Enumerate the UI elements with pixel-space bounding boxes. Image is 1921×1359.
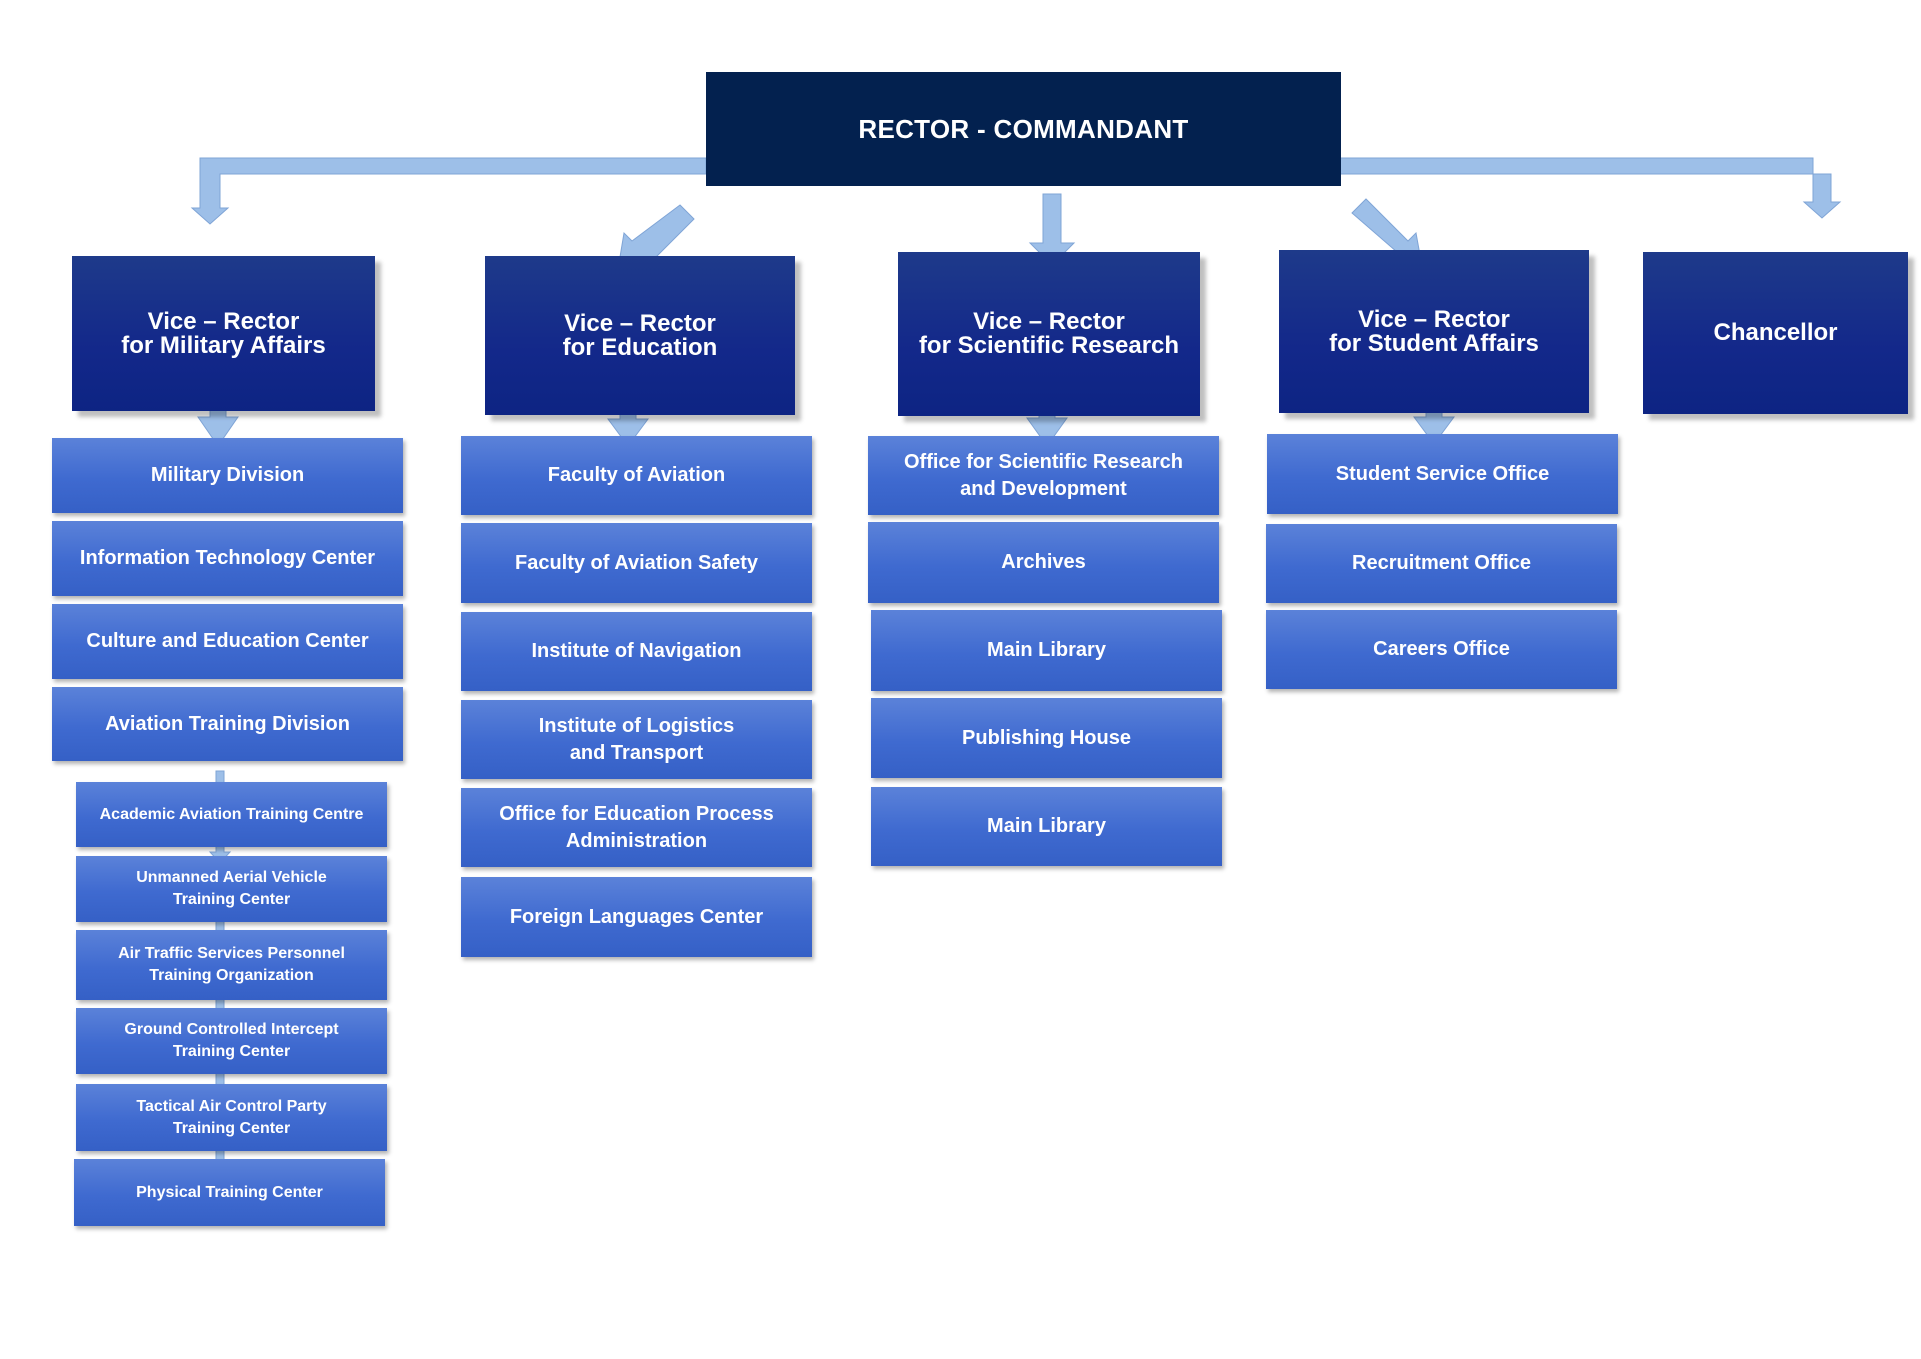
culture-education-center-label: Culture and Education Center xyxy=(86,630,369,652)
vice-rector-military-label: Vice – Rector for Military Affairs xyxy=(121,307,326,359)
education-process-office-box: Office for Education Process Administrat… xyxy=(461,788,812,867)
student-service-office-box: Student Service Office xyxy=(1267,434,1618,514)
student-service-office-label: Student Service Office xyxy=(1335,462,1550,485)
arrow-root-to-chancellor xyxy=(1339,157,1842,219)
archives-label: Archives xyxy=(1001,551,1086,573)
vice-rector-research-label: Vice – Rector for Scientific Research xyxy=(918,308,1180,359)
vice-rector-military-box: Vice – Rector for Military Affairs xyxy=(72,256,375,411)
military-division-box: Military Division xyxy=(52,438,403,513)
military-division-label: Military Division xyxy=(150,464,305,486)
vice-rector-education-label: Vice – Rector for Education xyxy=(562,309,718,361)
vice-rector-student-box: Vice – Rector for Student Affairs xyxy=(1279,250,1589,413)
vice-rector-research-box: Vice – Rector for Scientific Research xyxy=(898,252,1200,416)
foreign-languages-center-label: Foreign Languages Center xyxy=(509,905,764,928)
uav-training-center-label: Unmanned Aerial Vehicle Training Center xyxy=(136,869,327,908)
culture-education-center-box: Culture and Education Center xyxy=(52,604,403,679)
faculty-of-aviation-label: Faculty of Aviation xyxy=(547,464,726,486)
careers-office-box: Careers Office xyxy=(1266,610,1617,689)
faculty-of-aviation-box: Faculty of Aviation xyxy=(461,436,812,515)
it-center-box: Information Technology Center xyxy=(52,521,403,596)
main-library-box: Main Library xyxy=(871,610,1222,691)
gci-training-center-label: Ground Controlled Intercept Training Cen… xyxy=(124,1021,339,1060)
rector-commandant-box: RECTOR - COMMANDANT xyxy=(706,72,1341,186)
institute-of-logistics-label: Institute of Logistics and Transport xyxy=(538,714,735,764)
ats-personnel-training-label: Air Traffic Services Personnel Training … xyxy=(118,945,345,984)
foreign-languages-center-box: Foreign Languages Center xyxy=(461,877,812,957)
aviation-training-division-label: Aviation Training Division xyxy=(105,712,350,735)
chancellor-label: Chancellor xyxy=(1713,319,1838,346)
recruitment-office-box: Recruitment Office xyxy=(1266,524,1617,603)
vice-rector-education-box: Vice – Rector for Education xyxy=(485,256,795,415)
uav-training-center-box: Unmanned Aerial Vehicle Training Center xyxy=(76,856,387,922)
aviation-training-division-box: Aviation Training Division xyxy=(52,687,403,761)
recruitment-office-label: Recruitment Office xyxy=(1352,552,1531,574)
main-library-2-label: Main Library xyxy=(987,815,1106,837)
academic-aviation-training-label: Academic Aviation Training Centre xyxy=(99,805,364,823)
chancellor-box: Chancellor xyxy=(1643,252,1908,414)
it-center-label: Information Technology Center xyxy=(79,547,376,569)
main-library-2-box: Main Library xyxy=(871,787,1222,866)
academic-aviation-training-box: Academic Aviation Training Centre xyxy=(76,782,387,847)
archives-box: Archives xyxy=(868,522,1219,603)
faculty-of-aviation-safety-box: Faculty of Aviation Safety xyxy=(461,523,812,603)
publishing-house-label: Publishing House xyxy=(962,726,1131,749)
publishing-house-box: Publishing House xyxy=(871,698,1222,778)
institute-of-navigation-box: Institute of Navigation xyxy=(461,612,812,691)
arrow-root-to-military xyxy=(190,157,707,225)
careers-office-label: Careers Office xyxy=(1373,638,1510,660)
ats-personnel-training-box: Air Traffic Services Personnel Training … xyxy=(76,930,387,1000)
institute-of-navigation-label: Institute of Navigation xyxy=(531,640,742,662)
rector-commandant-label: RECTOR - COMMANDANT xyxy=(858,113,1189,144)
education-process-office-label: Office for Education Process Administrat… xyxy=(499,802,774,852)
vice-rector-student-label: Vice – Rector for Student Affairs xyxy=(1329,305,1539,357)
main-library-label: Main Library xyxy=(987,639,1106,661)
scientific-research-office-box: Office for Scientific Research and Devel… xyxy=(868,436,1219,515)
physical-training-center-box: Physical Training Center xyxy=(74,1159,385,1226)
faculty-of-aviation-safety-label: Faculty of Aviation Safety xyxy=(514,551,758,574)
tacp-training-center-box: Tactical Air Control Party Training Cent… xyxy=(76,1084,387,1151)
tacp-training-center-label: Tactical Air Control Party Training Cent… xyxy=(136,1097,327,1137)
institute-of-logistics-box: Institute of Logistics and Transport xyxy=(461,700,812,779)
physical-training-center-label: Physical Training Center xyxy=(136,1183,323,1201)
scientific-research-office-label: Office for Scientific Research and Devel… xyxy=(904,450,1183,500)
gci-training-center-box: Ground Controlled Intercept Training Cen… xyxy=(76,1008,387,1074)
